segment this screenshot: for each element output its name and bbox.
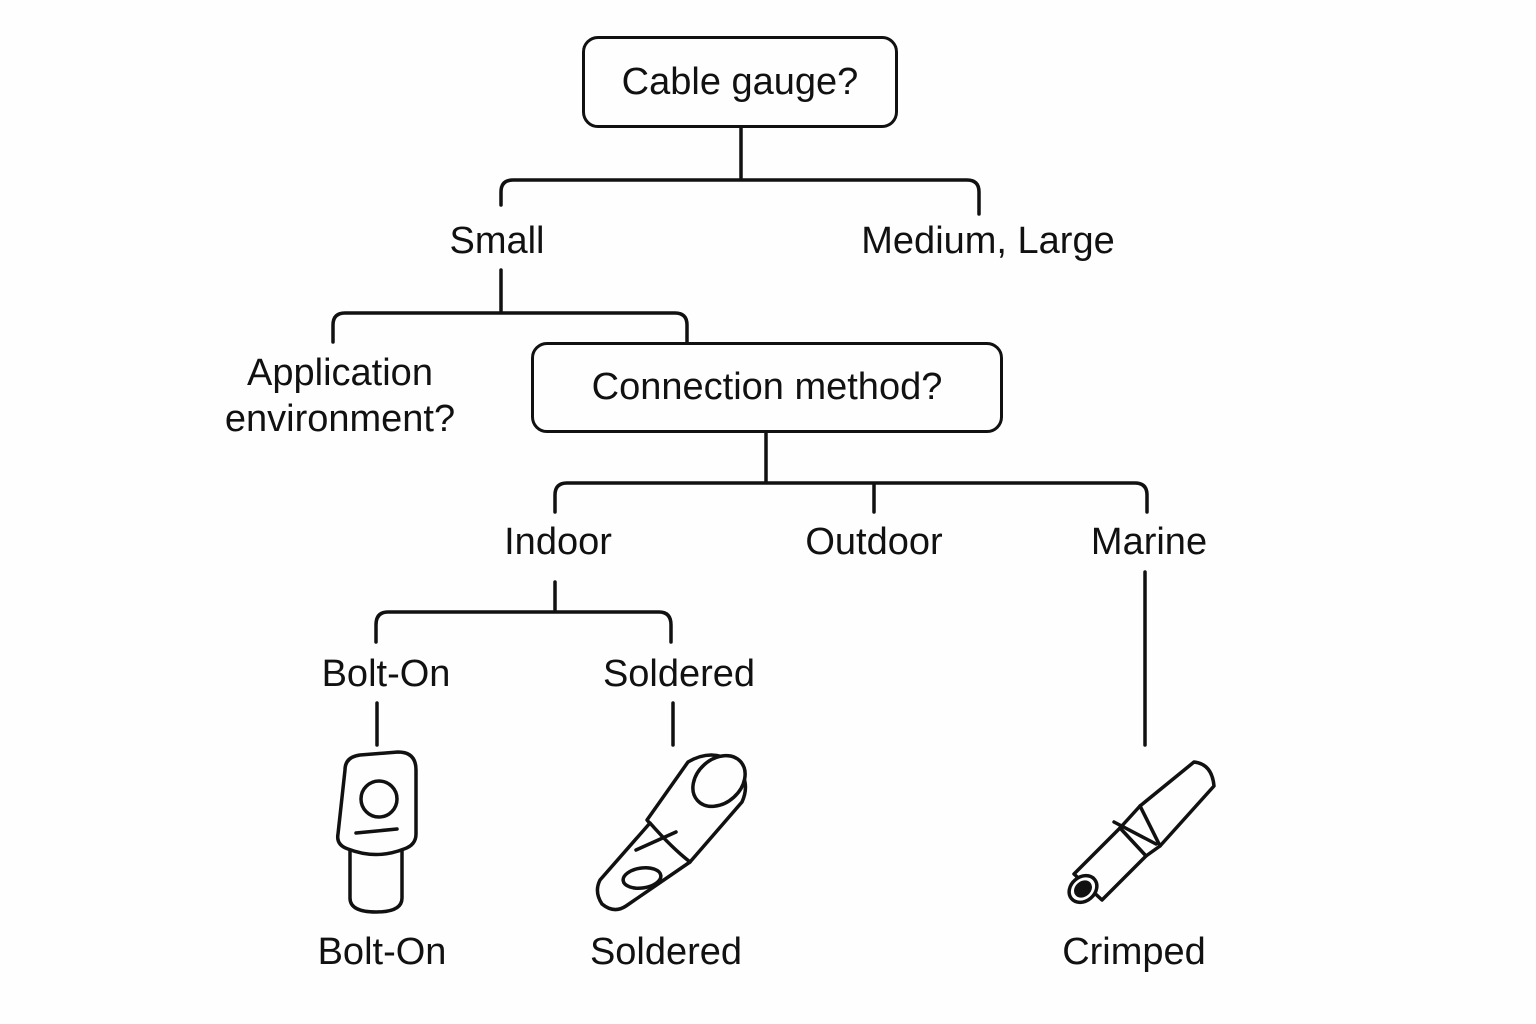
cable-gauge-node: Cable gauge? xyxy=(582,36,898,128)
soldered-lug-icon xyxy=(595,753,748,912)
application-environment-label: Application environment? xyxy=(224,352,456,440)
soldered-result-label: Soldered xyxy=(589,931,743,973)
outdoor-label: Outdoor xyxy=(805,521,943,563)
small-label: Small xyxy=(449,220,545,262)
connector-small-to-branches xyxy=(331,268,689,344)
marine-label: Marine xyxy=(1090,521,1208,563)
cable-gauge-question: Cable gauge? xyxy=(621,60,859,103)
connector-indoor-to-methods xyxy=(374,580,673,644)
crimped-result-label: Crimped xyxy=(1062,931,1206,973)
connector-method-to-environments xyxy=(553,431,1149,514)
bolt-on-result-label: Bolt-On xyxy=(317,931,447,973)
soldered-method-label: Soldered xyxy=(602,653,756,695)
crimp-sleeve-icon xyxy=(1067,760,1216,905)
connection-method-question: Connection method? xyxy=(591,366,943,408)
indoor-label: Indoor xyxy=(504,521,612,563)
connector-root-to-gauge xyxy=(499,126,981,216)
ring-terminal-lug-icon xyxy=(335,750,418,914)
medium-large-label: Medium, Large xyxy=(861,220,1115,262)
connection-method-node: Connection method? xyxy=(531,342,1003,433)
bolt-on-method-label: Bolt-On xyxy=(321,653,451,695)
